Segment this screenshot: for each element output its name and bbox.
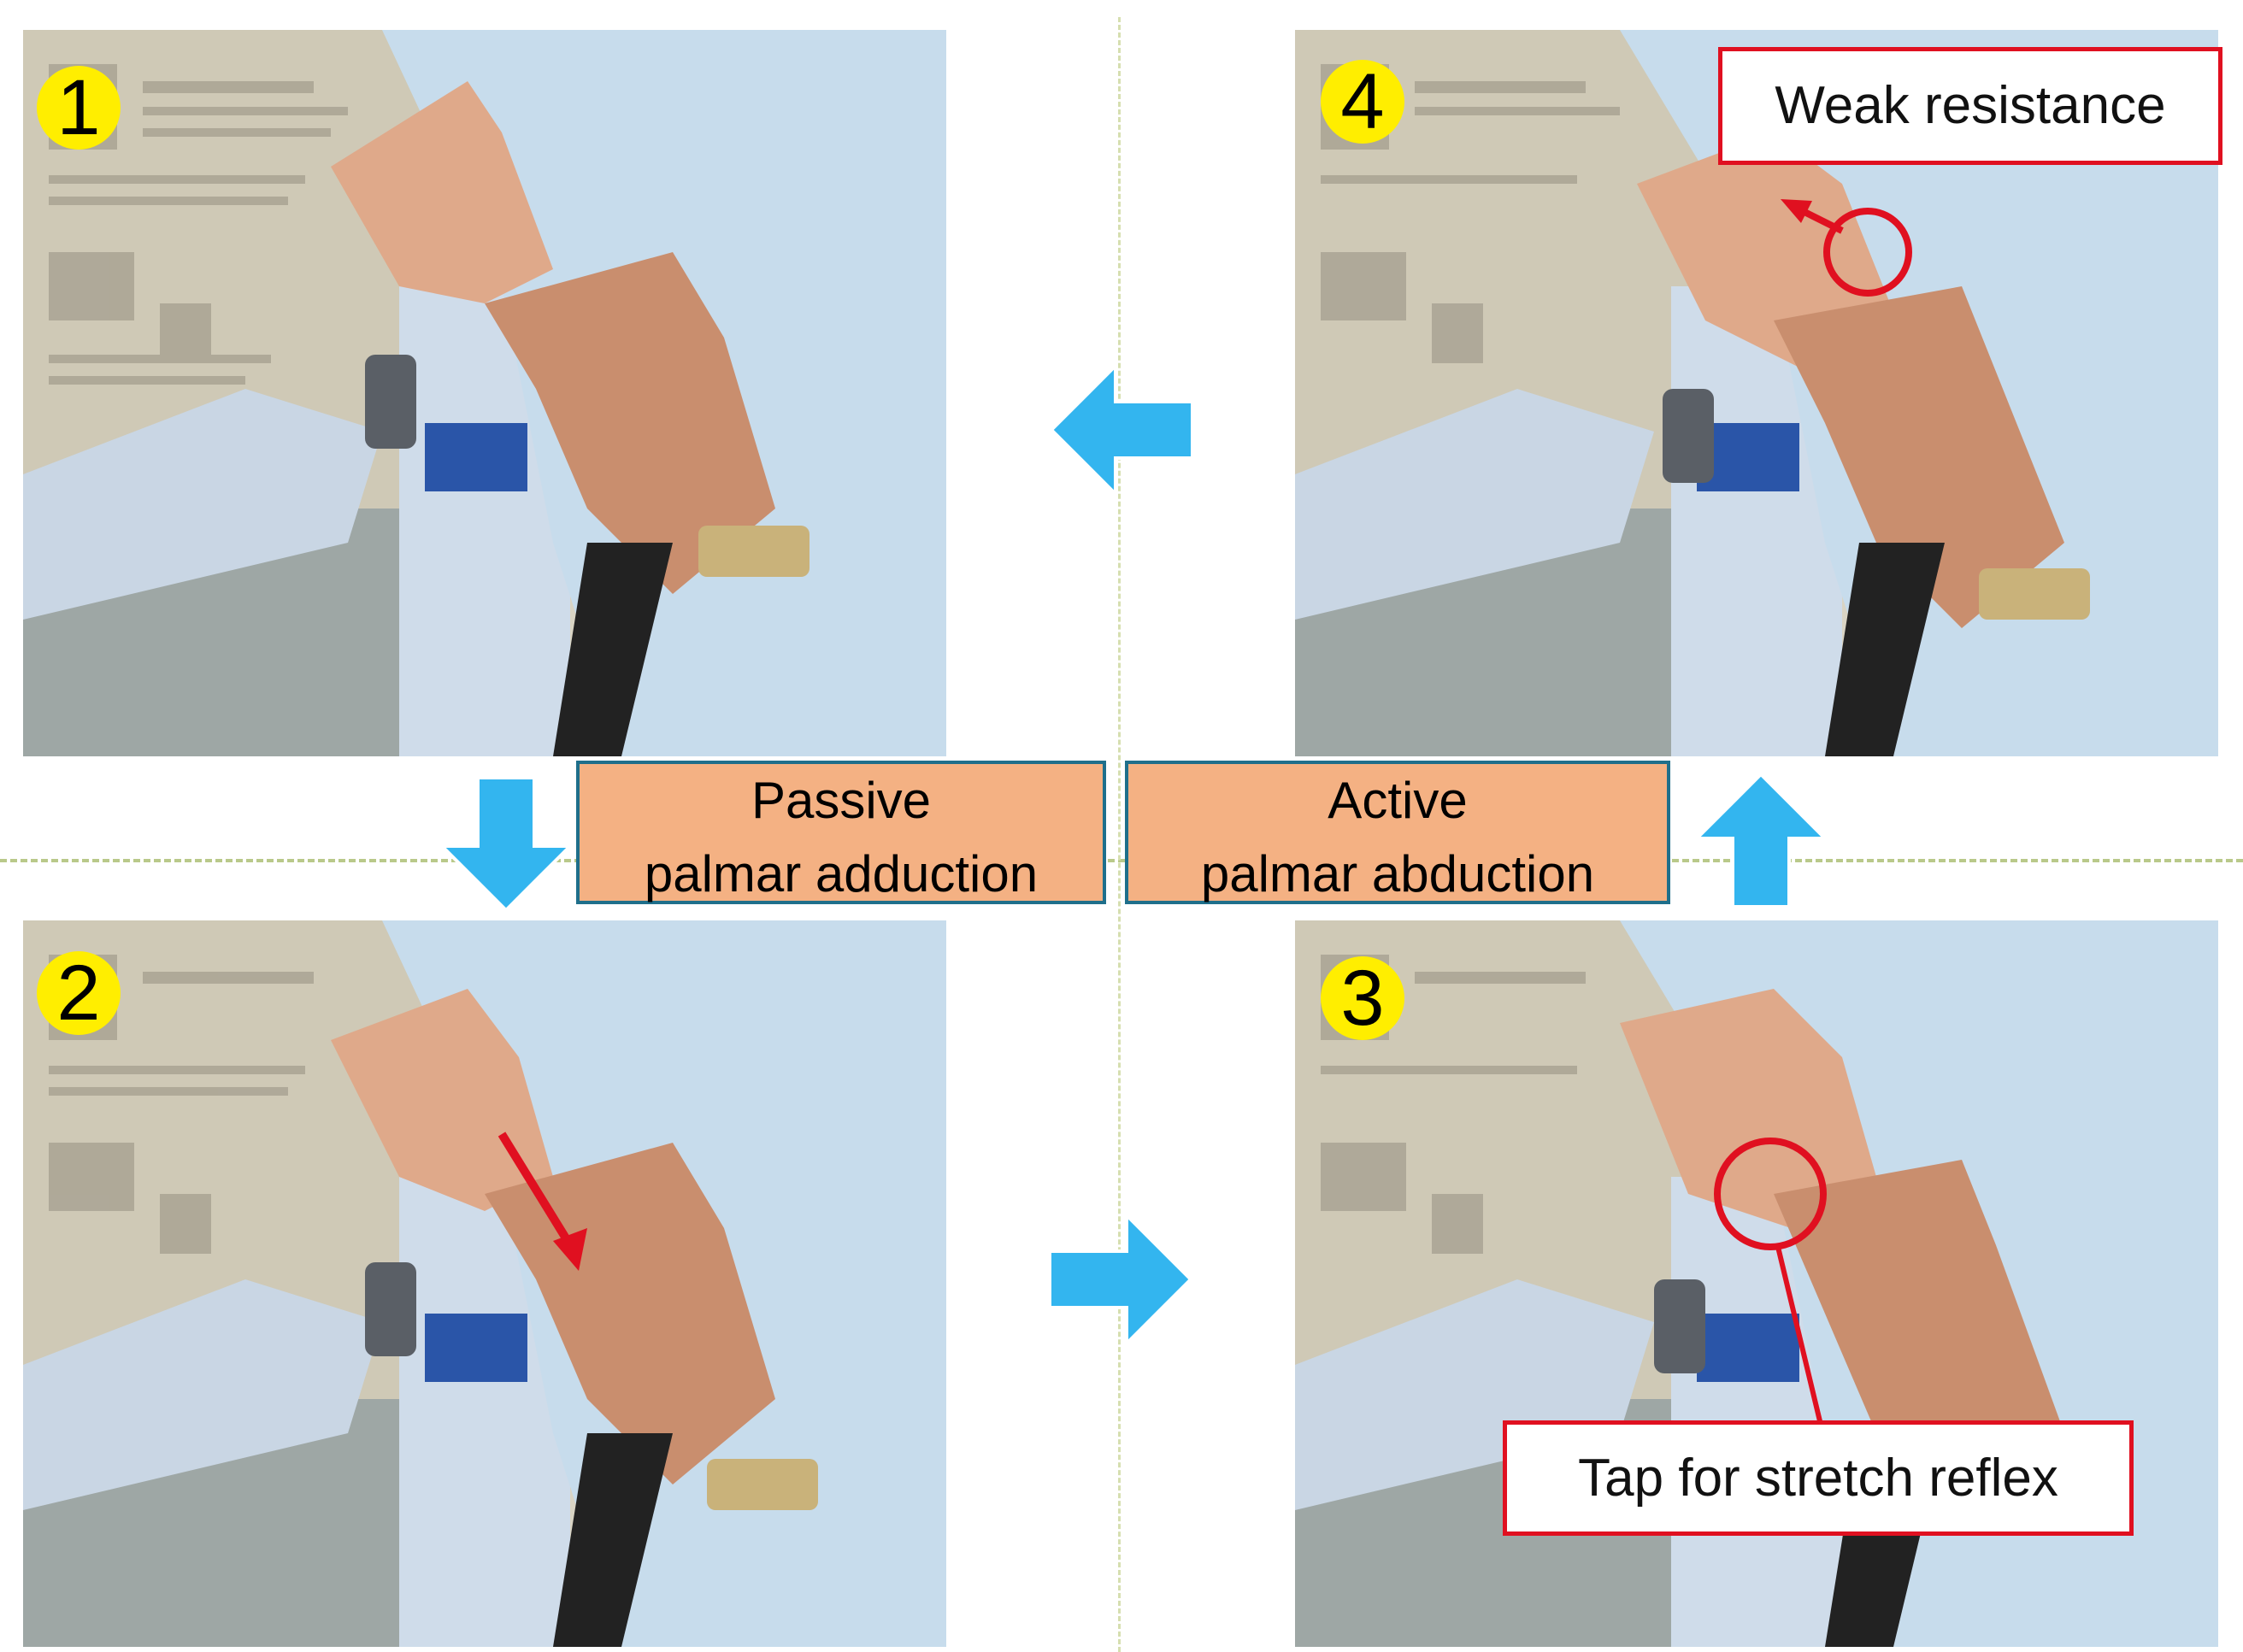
arrow-down-icon: [442, 778, 570, 910]
step-badge-4: 4: [1321, 60, 1404, 144]
step-badge-1: 1: [37, 66, 121, 150]
photo-step-3: 3: [1295, 920, 2218, 1647]
arrow-right-icon: [1050, 1215, 1191, 1343]
vertical-divider: [1118, 17, 1121, 1652]
passive-label-line1: Passive: [751, 772, 932, 829]
step-badge-3: 3: [1321, 956, 1404, 1040]
active-label-line1: Active: [1328, 772, 1468, 829]
tap-reflex-callout: Tap for stretch reflex: [1503, 1420, 2134, 1536]
weak-resistance-text: Weak resistance: [1775, 76, 2166, 135]
tap-reflex-text: Tap for stretch reflex: [1578, 1449, 2058, 1508]
active-abduction-label: Active palmar abduction: [1125, 761, 1670, 904]
photo-step-2: 2: [23, 920, 946, 1647]
arrow-up-icon: [1697, 774, 1825, 907]
step-badge-2: 2: [37, 951, 121, 1035]
passive-adduction-label: Passive palmar adduction: [576, 761, 1106, 904]
arrow-left-icon: [1051, 366, 1192, 494]
photo-step-1: 1: [23, 30, 946, 756]
weak-resistance-callout: Weak resistance: [1718, 47, 2222, 165]
horizontal-divider: [0, 859, 2243, 862]
passive-label-line2: palmar adduction: [644, 845, 1039, 902]
active-label-line2: palmar abduction: [1200, 845, 1595, 902]
